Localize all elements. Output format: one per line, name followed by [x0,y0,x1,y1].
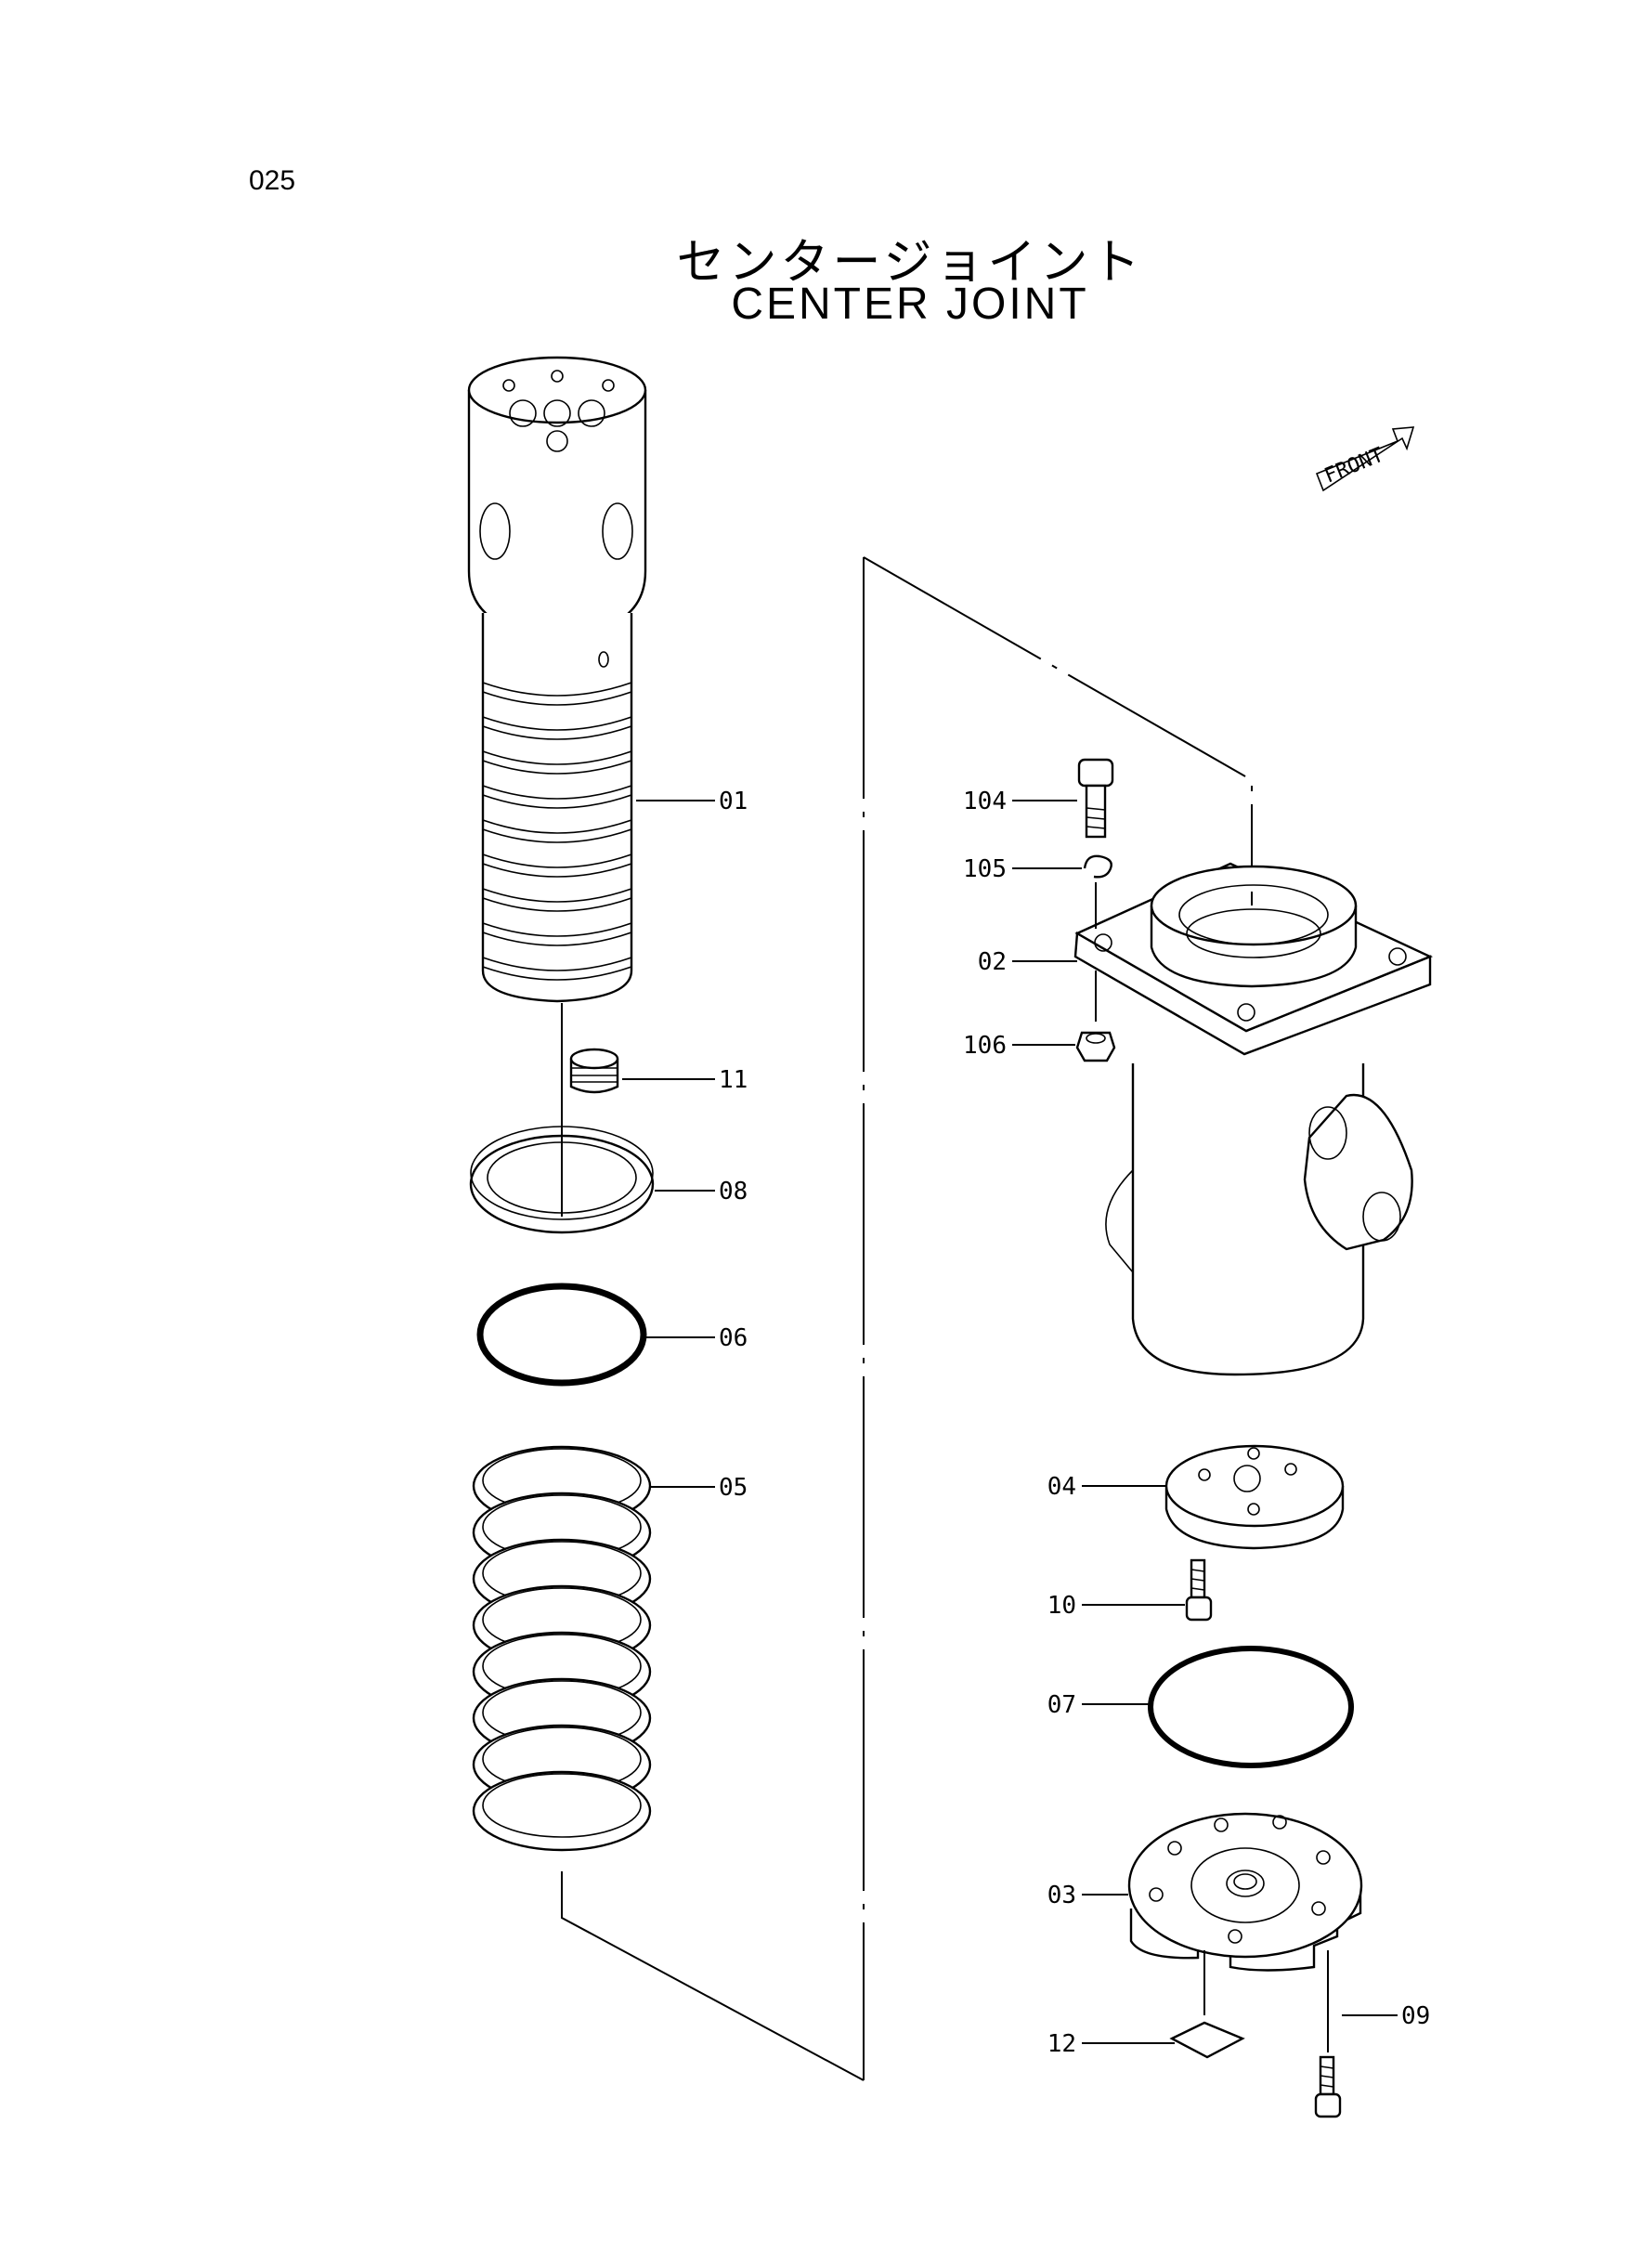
callout-09: 09 [1342,2002,1430,2030]
callout-01: 01 [636,788,748,815]
callout-105: 105 [963,855,1082,883]
part-number-label: 104 [963,788,1007,815]
callout-04: 04 [1047,1473,1165,1501]
seal-stack-05 [472,1445,652,1899]
part-number-label: 11 [719,1066,748,1094]
callout-106: 106 [963,1032,1075,1060]
body-02 [1073,862,1434,1376]
cover-04 [1164,1444,1345,1550]
part-number-label: 09 [1401,2002,1430,2030]
part-number-label: 07 [1047,1691,1076,1719]
part-number-label: 01 [719,788,748,815]
page-number: 025 [249,165,296,196]
part-callouts: 01 11 08 06 05 104 105 02 106 04 10 07 03 12 09 [622,788,1430,2058]
screw-09 [1314,2055,1342,2118]
bolt-104 [1077,758,1114,839]
callout-03: 03 [1047,1882,1128,1909]
part-number-label: 10 [1047,1592,1076,1620]
part-number-label: 08 [719,1178,748,1205]
part-number-label: 02 [978,948,1007,976]
callout-08: 08 [655,1178,748,1205]
callout-06: 06 [645,1324,748,1352]
callout-11: 11 [622,1066,748,1094]
cover-03 [1127,1812,1363,1972]
front-arrow-icon: FRONT [1315,426,1415,492]
o-ring-06 [476,1283,647,1387]
part-number-label: 105 [963,855,1007,883]
nut-106 [1075,1031,1116,1062]
part-number-label: 06 [719,1324,748,1352]
callout-12: 12 [1047,2030,1175,2058]
screw-10 [1185,1558,1213,1622]
title-japanese: センタージョイント [676,235,1144,291]
o-ring-07 [1148,1646,1354,1768]
part-number-label: 12 [1047,2030,1076,2058]
part-number-label: 05 [719,1474,748,1502]
callout-104: 104 [963,788,1077,815]
callout-05: 05 [650,1474,748,1502]
shim-12 [1169,2021,1245,2059]
part-number-label: 03 [1047,1882,1076,1909]
front-marker-label: FRONT [1321,444,1387,489]
part-number-label: 04 [1047,1473,1076,1501]
callout-02: 02 [978,948,1077,976]
callout-07: 07 [1047,1691,1150,1719]
title-english: CENTER JOINT [731,280,1089,329]
plug-11 [569,1048,619,1094]
part-number-label: 106 [963,1032,1007,1060]
spindle-01 [467,356,647,1003]
spring-washer-105 [1083,854,1112,879]
callout-10: 10 [1047,1592,1185,1620]
